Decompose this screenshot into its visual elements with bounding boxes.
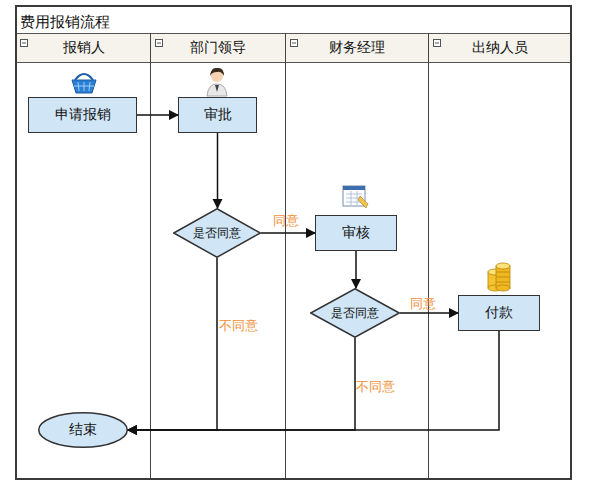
coin-edges <box>496 272 510 282</box>
decision-diamond: 是否同意 <box>310 288 400 338</box>
collapse-minus <box>22 43 26 44</box>
flow-connector <box>217 133 219 208</box>
lane-title: 报销人 <box>63 39 105 57</box>
chart-pencil <box>358 196 368 208</box>
pool-title: 费用报销流程 <box>20 13 110 32</box>
person-hair <box>210 68 224 76</box>
process-box: 审批 <box>178 97 257 133</box>
coin <box>488 285 502 291</box>
decision-diamond: 是否同意 <box>173 208 261 258</box>
lane-title: 部门领导 <box>190 39 246 57</box>
person-body <box>207 84 227 96</box>
coins-icon <box>488 263 510 291</box>
flow-connector <box>128 258 217 430</box>
terminal-ellipse: 结束 <box>38 412 128 448</box>
basket-icon <box>72 74 96 93</box>
chart-sheet <box>343 186 365 206</box>
lane-title: 出纳人员 <box>472 39 528 57</box>
node-text: 是否同意 <box>331 305 379 322</box>
flow-connector <box>128 338 355 430</box>
flow-connector <box>128 331 499 430</box>
lane-title: 财务经理 <box>329 39 385 57</box>
diamond-shape <box>311 289 400 338</box>
node-text: 付款 <box>485 304 513 322</box>
coin-stack <box>488 272 502 288</box>
basket-handle <box>75 74 93 80</box>
chart-icon <box>343 186 368 208</box>
coin <box>496 263 510 269</box>
person-icon <box>207 68 227 96</box>
flow-connector <box>400 312 458 314</box>
edge-label: 同意 <box>273 212 299 230</box>
collapse-icon <box>156 40 163 47</box>
collapse-minus <box>157 43 161 44</box>
chart-grid <box>346 191 362 205</box>
basket-body <box>72 80 96 93</box>
node-text: 申请报销 <box>55 106 111 124</box>
ellipse-shape <box>39 413 128 448</box>
node-text: 是否同意 <box>193 225 241 242</box>
flow-connector <box>355 251 357 288</box>
coin <box>488 269 502 275</box>
collapse-minus <box>435 43 439 44</box>
swimlane-lane: 部门领导审批是否同意 <box>150 33 285 478</box>
node-text: 结束 <box>69 421 97 439</box>
edge-label: 不同意 <box>219 317 258 335</box>
person-head <box>211 70 223 82</box>
basket-weave <box>74 82 94 91</box>
swimlane-lane: 出纳人员付款 <box>428 33 570 478</box>
lane-header: 财务经理 <box>286 34 428 63</box>
chart-header <box>343 186 365 190</box>
edge-label: 同意 <box>410 295 436 313</box>
coin <box>496 285 510 291</box>
coin-stack <box>496 266 510 288</box>
diamond-shape <box>174 209 261 258</box>
flow-connector <box>137 114 178 116</box>
person-tie <box>215 85 219 92</box>
swimlane-lane: 财务经理审核是否同意 <box>285 33 428 478</box>
edge-label: 不同意 <box>356 378 395 396</box>
collapse-icon <box>291 40 298 47</box>
collapse-icons <box>21 40 441 47</box>
lane-header: 部门领导 <box>151 34 285 63</box>
lane-header: 出纳人员 <box>429 34 570 63</box>
collapse-minus <box>292 43 296 44</box>
process-box: 审核 <box>315 215 397 251</box>
flow-connector <box>261 232 315 234</box>
swimlane-pool: 费用报销流程报销人申请报销结束部门领导审批是否同意财务经理审核是否同意出纳人员付… <box>15 5 572 480</box>
lane-header: 报销人 <box>17 34 150 63</box>
node-text: 审核 <box>342 224 370 242</box>
collapse-icon <box>434 40 441 47</box>
swimlane-lane: 报销人申请报销结束 <box>17 33 150 478</box>
process-box: 付款 <box>458 295 540 331</box>
node-text: 审批 <box>204 106 232 124</box>
collapse-icon <box>21 40 28 47</box>
process-box: 申请报销 <box>28 97 137 133</box>
